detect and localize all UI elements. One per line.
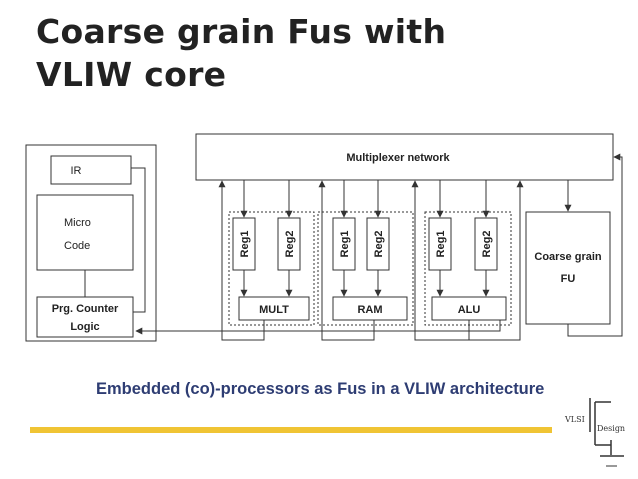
mult-unit-label: MULT xyxy=(259,304,289,316)
vlsi-design-logo: VLSI Design xyxy=(564,398,625,467)
alu-to-coarse-bus xyxy=(469,180,524,341)
coarse-fu-feedback-line xyxy=(567,153,623,337)
ram-unit-box xyxy=(332,296,408,321)
logic-label: Logic xyxy=(70,321,99,333)
ram-reg1-label: Reg1 xyxy=(339,231,351,258)
mult-unit-box xyxy=(238,296,310,321)
alu-unit-label: ALU xyxy=(458,304,481,316)
multiplexer-network-label: Multiplexer network xyxy=(346,152,450,164)
alu-feedback-line xyxy=(411,180,470,341)
mult-group-dashed xyxy=(228,211,315,326)
alu-to-prg-counter-line xyxy=(135,320,501,335)
title-line-2: VLIW core xyxy=(36,55,227,94)
prg-to-ir-feedback xyxy=(131,167,146,313)
ir-box xyxy=(50,155,132,185)
title-line-1: Coarse grain Fus with xyxy=(36,12,447,51)
alu-group-dashed xyxy=(424,211,512,326)
ram-reg2-label: Reg2 xyxy=(373,231,385,258)
micro-label: Micro xyxy=(64,217,91,229)
mult-reg2-label: Reg2 xyxy=(284,231,296,258)
micro-code-box xyxy=(36,194,134,271)
prg-counter-label: Prg. Counter xyxy=(52,303,119,315)
mult-reg1-label: Reg1 xyxy=(239,231,251,258)
mult-feedback-line xyxy=(218,180,265,341)
coarse-grain-label: Coarse grain xyxy=(534,251,602,263)
yellow-rule xyxy=(30,427,552,433)
ram-feedback-line xyxy=(318,180,375,341)
ram-unit-label: RAM xyxy=(357,304,382,316)
ir-label: IR xyxy=(71,165,82,177)
code-label: Code xyxy=(64,240,90,252)
coarse-grain-fu-box xyxy=(525,211,611,325)
fu-label: FU xyxy=(561,273,576,285)
slide-title: Coarse grain Fus with VLIW core xyxy=(36,10,446,96)
alu-reg2-label: Reg2 xyxy=(481,231,493,258)
alu-reg1-label: Reg1 xyxy=(435,231,447,258)
logo-vlsi-text: VLSI xyxy=(564,415,585,424)
logo-design-text: Design xyxy=(597,424,625,433)
prg-counter-box xyxy=(36,296,134,338)
slide-caption: Embedded (co)-processors as Fus in a VLI… xyxy=(96,380,545,398)
multiplexer-network-box xyxy=(195,133,614,181)
